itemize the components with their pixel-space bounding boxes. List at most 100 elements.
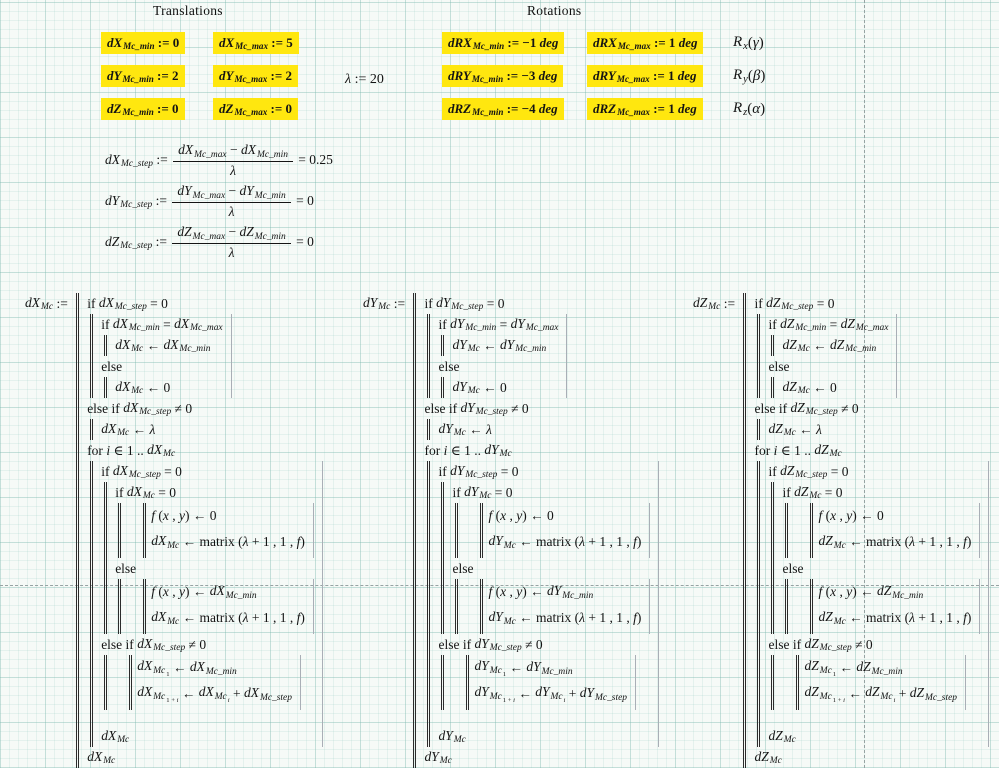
math-token: dXMc_step	[98, 294, 147, 313]
definition-dry-mc-max[interactable]: dRYMc_max := 1 deg	[587, 65, 703, 87]
math-token: Mc	[467, 344, 480, 355]
subscript: Mc_step	[595, 693, 627, 703]
math-token: ) ←	[852, 584, 877, 599]
math-token: dZMc	[693, 294, 721, 313]
subscript: Mc_min	[892, 591, 923, 601]
step-equation-dz[interactable]: dZMc_step := dZMc_max − dZMc_min λ = 0	[105, 224, 314, 261]
math-token: x	[500, 508, 507, 523]
math-token: if	[754, 295, 767, 311]
math-token: dXMc	[25, 294, 54, 313]
math-token: i	[176, 696, 179, 704]
definition-dy-mc-max[interactable]: dYMc_max := 2	[213, 65, 299, 87]
math-token: = 0.25	[294, 152, 333, 168]
math-token: ←	[795, 421, 817, 437]
subscript: Mc_step	[925, 693, 957, 703]
rotation-matrix-ry[interactable]: Ry(β)	[733, 65, 765, 87]
program-block: dYMc ← 0	[441, 377, 507, 398]
math-token: Mc_min	[122, 107, 154, 118]
math-token: :=	[390, 295, 409, 311]
subscript: Mc	[167, 617, 179, 627]
math-token: Mc_max	[617, 107, 650, 118]
math-token: dYMc_min	[239, 183, 286, 201]
definition-drx-mc-min[interactable]: dRXMc_min := −1 deg	[442, 32, 565, 54]
math-token: ← matrix (	[179, 534, 243, 549]
math-token: dXMc_min	[107, 34, 155, 52]
program-line: f (x , y) ← dZMc_min	[818, 579, 971, 605]
subscript: Mc_min	[257, 150, 288, 160]
rotation-matrix-rx[interactable]: Rx(γ)	[733, 32, 764, 54]
math-token: f	[818, 508, 823, 523]
program-line: else if dZMc_step ≠ 0	[768, 634, 980, 655]
math-token: dYMc_step	[579, 685, 628, 703]
math-token: dZMc_step	[780, 462, 828, 481]
subscript: Mc	[830, 449, 842, 459]
step-equation-dx[interactable]: dXMc_step := dXMc_max − dXMc_min λ = 0.2…	[105, 142, 333, 179]
math-token: 1	[832, 670, 837, 678]
definition-dry-mc-min[interactable]: dRYMc_min := −3 deg	[442, 65, 564, 87]
math-token: dYMc1 + i	[474, 684, 515, 704]
math-token: Mc	[439, 756, 452, 767]
math-token: ← matrix (	[515, 610, 580, 625]
math-token: dZMc_max	[177, 224, 226, 242]
program-block: dYMc ← dYMc_min	[441, 335, 546, 356]
math-token: dRYMc_max	[593, 67, 650, 85]
program-line: dZMc ← 0	[782, 377, 836, 398]
subscript: Mc1	[153, 666, 169, 678]
math-token: + 1 , 1 ,	[585, 610, 634, 625]
definition-drz-mc-min[interactable]: dRZMc_min := −4 deg	[442, 98, 564, 120]
program-line: else	[438, 356, 558, 377]
math-token: z	[743, 106, 748, 118]
math-token: f	[963, 534, 967, 549]
math-token: = 0	[292, 234, 314, 250]
math-token: )	[758, 34, 764, 51]
math-token: dZMc	[814, 441, 842, 460]
math-token: Mc_step	[781, 302, 814, 313]
math-token: x	[162, 508, 169, 523]
math-token: Mc_min	[256, 149, 288, 160]
math-token: Mc_step	[139, 407, 172, 418]
definition-dx-mc-min[interactable]: dXMc_min := 0	[101, 32, 186, 54]
definition-dz-mc-min[interactable]: dZMc_min := 0	[101, 98, 185, 120]
definition-dy-mc-min[interactable]: dYMc_min := 2	[101, 65, 185, 87]
math-token: dXMc_min	[189, 659, 237, 677]
math-token: )	[760, 100, 766, 117]
math-token: Mc_max	[190, 323, 223, 334]
program-block: dXMc ← λ	[90, 419, 155, 440]
math-token: γ	[752, 34, 759, 51]
math-token: ←	[169, 660, 190, 675]
subscript: Mc_min	[515, 344, 546, 354]
translations-header: Translations	[153, 3, 223, 18]
math-token: (	[747, 34, 753, 51]
subscript: Mc_min	[226, 591, 257, 601]
math-token: Mc_step	[805, 407, 838, 418]
step-equation-dy[interactable]: dYMc_step := dYMc_max − dYMc_min λ = 0	[105, 183, 314, 220]
math-token: β	[752, 67, 761, 84]
subscript: Mc	[440, 756, 452, 766]
fraction-denominator: λ	[229, 244, 235, 261]
definition-dx-mc-max[interactable]: dXMc_max := 5	[213, 32, 299, 54]
math-token: Mc	[467, 386, 480, 397]
math-token: = 0	[154, 484, 176, 500]
math-token: dZMc	[794, 483, 822, 502]
lambda-definition[interactable]: λ := 20	[345, 72, 384, 88]
definition-dz-mc-max[interactable]: dZMc_max := 0	[213, 98, 299, 120]
program-line: dYMc1 + i ← dYMci + dYMc_step	[474, 681, 627, 707]
math-token: dXMc	[87, 748, 116, 767]
fraction-denominator: λ	[229, 203, 235, 220]
math-token: :=	[152, 233, 171, 249]
math-token: λ	[909, 610, 916, 625]
definition-drz-mc-max[interactable]: dRZMc_max := 1 deg	[587, 98, 703, 120]
math-token: λ	[909, 534, 916, 549]
math-token: i	[513, 696, 515, 704]
math-token: ←	[836, 660, 857, 675]
math-token: dXMci	[198, 684, 230, 704]
definition-drx-mc-max[interactable]: dRXMc_max := 1 deg	[587, 32, 704, 54]
program-line: if dYMc_min = dYMc_max	[438, 314, 558, 335]
math-token: ← matrix (	[179, 610, 243, 625]
rotation-matrix-rz[interactable]: Rz(α)	[733, 98, 765, 120]
